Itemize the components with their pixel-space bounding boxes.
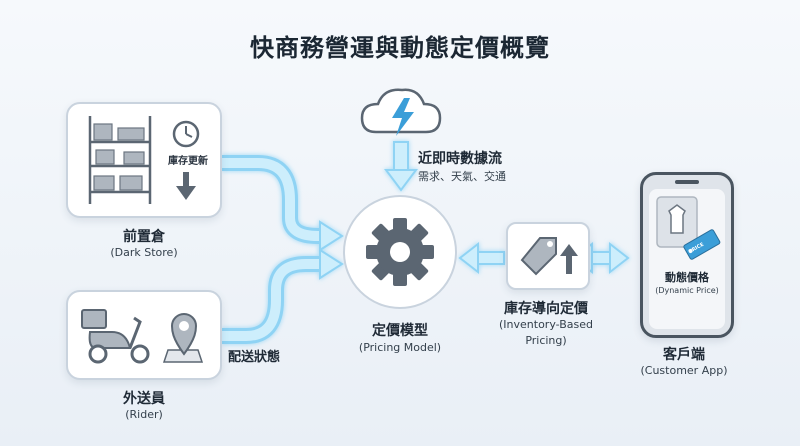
- phone-screen: PRICE 動態價格 (Dynamic Price): [649, 189, 725, 329]
- realtime-data-items: 需求、天氣、交通: [418, 170, 506, 183]
- warehouse-shelf-icon: [88, 116, 200, 204]
- dynamic-price-label: 動態價格: [665, 271, 709, 284]
- inventory-pricing-card: [506, 222, 590, 290]
- pricing-model-label: 定價模型: [372, 323, 428, 339]
- dark-store-label: 前置倉: [123, 229, 165, 245]
- arrow-dark-store-to-model: [222, 155, 344, 252]
- phone-speaker: [675, 180, 699, 184]
- dark-store-label-en: (Dark Store): [110, 246, 178, 259]
- delivery-status-label: 配送狀態: [228, 350, 281, 365]
- pricing-model-label-en: (Pricing Model): [358, 341, 442, 354]
- rider-label: 外送員: [123, 391, 165, 407]
- inventory-pricing-label-en-2: Pricing): [525, 334, 567, 347]
- customer-label: 客戶端: [663, 347, 705, 363]
- customer-phone: PRICE 動態價格 (Dynamic Price): [640, 172, 734, 338]
- product-price-tag-icon: [656, 196, 721, 260]
- gear-icon: [366, 218, 434, 286]
- location-pin-icon: [162, 313, 204, 363]
- customer-label-en: (Customer App): [640, 364, 728, 377]
- inventory-pricing-label: 庫存導向定價: [504, 301, 588, 317]
- dynamic-price-label-en: (Dynamic Price): [655, 286, 719, 295]
- price-tag-up-icon: [520, 237, 578, 276]
- rider-label-en: (Rider): [125, 408, 163, 421]
- arrow-cloud-to-model: [384, 141, 418, 192]
- arrow-rider-to-model: [222, 248, 344, 344]
- rider-card: [66, 290, 222, 380]
- scooter-icon: [81, 309, 150, 364]
- stock-update-badge: 庫存更新: [168, 156, 208, 167]
- inventory-pricing-label-en-1: (Inventory-Based: [499, 318, 593, 331]
- arrow-down-icon: [176, 172, 196, 200]
- arrow-model-inventory: [458, 241, 505, 275]
- dark-store-card: 庫存更新: [66, 102, 222, 218]
- realtime-data-title: 近即時數據流: [418, 151, 502, 167]
- page-title: 快商務營運與動態定價概覽: [250, 34, 550, 62]
